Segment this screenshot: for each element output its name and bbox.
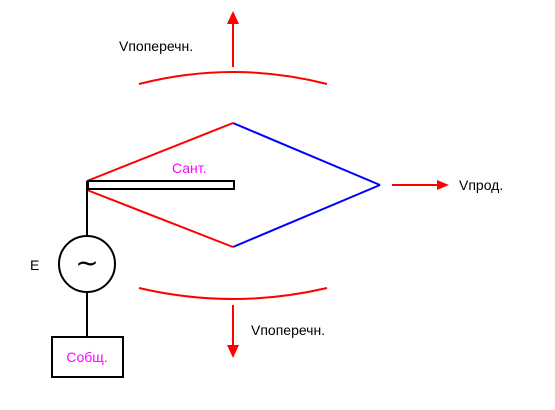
antenna-capacitance-label: Сант.: [172, 160, 207, 176]
transverse-velocity-top-arrowhead: [227, 11, 239, 24]
transverse-velocity-bottom-label: Vпоперечн.: [251, 322, 325, 338]
longitudinal-velocity-label: Vпрод.: [459, 177, 503, 193]
common-capacitance-label: Собщ.: [66, 349, 107, 365]
rhombus-lower-left-side: [86, 189, 234, 248]
top-wave-arc: [138, 71, 328, 85]
rhombus-upper-left-side: [86, 122, 234, 182]
transverse-velocity-bottom-arrowhead: [227, 345, 239, 358]
bottom-wave-arc: [138, 287, 328, 300]
rhombus-upper-right-side: [232, 122, 381, 186]
longitudinal-velocity-arrowhead: [437, 180, 449, 190]
transverse-velocity-top-label: Vпоперечн.: [119, 38, 193, 54]
common-capacitance-box: [51, 336, 124, 378]
source-label: E: [30, 257, 39, 273]
ac-symbol: ~: [75, 246, 98, 279]
rhombus-lower-right-side: [232, 184, 381, 248]
antenna-bar: [87, 180, 235, 190]
